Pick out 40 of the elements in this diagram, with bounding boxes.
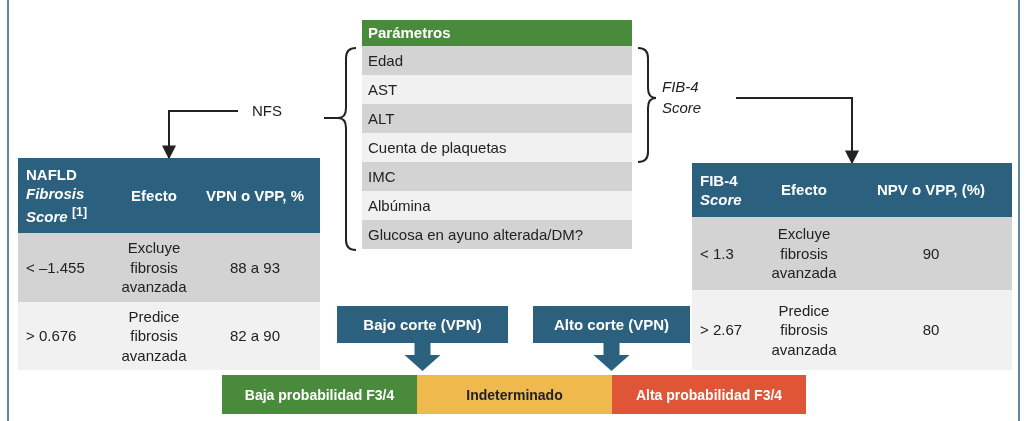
table-cell: 88 a 93: [190, 233, 320, 302]
table-cell: AST: [362, 75, 632, 104]
cutoff-callout: Alto corte (VPN): [533, 306, 690, 343]
arrow: [735, 97, 859, 165]
score-label: NFS: [252, 100, 298, 122]
probability-segment: Baja probabilidad F3/4: [222, 375, 417, 414]
table-cell: Predice fibrosis avanzada: [758, 290, 850, 370]
probability-segment: Indeterminado: [417, 375, 612, 414]
header-cell: Efecto: [118, 158, 190, 233]
arrow: [162, 110, 239, 160]
table-cell: > 0.676: [18, 302, 118, 370]
header-cell: NPV o VPP, (%): [850, 163, 1012, 217]
header-cell: Parámetros: [362, 20, 632, 46]
cutoff-callout: Bajo corte (VPN): [337, 306, 508, 343]
header-cell: FIB-4 Score: [692, 163, 758, 217]
header-cell: Efecto: [758, 163, 850, 217]
header-cell: VPN o VPP, %: [190, 158, 320, 233]
table-cell: 82 a 90: [190, 302, 320, 370]
table-cell: Edad: [362, 46, 632, 75]
table-cell: ALT: [362, 104, 632, 133]
table-cell: Glucosa en ayuno alterada/DM?: [362, 220, 632, 249]
table-cell: Cuenta de plaquetas: [362, 133, 632, 162]
table-cell: > 2.67: [692, 290, 758, 370]
table-cell: < –1.455: [18, 233, 118, 302]
probability-segment: Alta probabilidad F3/4: [612, 375, 806, 414]
table-cell: Predice fibrosis avanzada: [118, 302, 190, 370]
data-table: [362, 20, 632, 249]
table-cell: 90: [850, 217, 1012, 290]
block-arrow: [404, 343, 441, 371]
table-cell: < 1.3: [692, 217, 758, 290]
data-table: [692, 163, 1012, 370]
table-cell: Excluye fibrosis avanzada: [758, 217, 850, 290]
table-cell: Excluye fibrosis avanzada: [118, 233, 190, 302]
data-table: [18, 158, 320, 370]
table-cell: Albúmina: [362, 191, 632, 220]
block-arrow: [593, 343, 630, 371]
score-label: FIB-4 Score: [662, 76, 726, 120]
header-cell: NAFLD Fibrosis Score $^{[1]}$: [18, 158, 118, 233]
table-cell: IMC: [362, 162, 632, 191]
table-cell: 80: [850, 290, 1012, 370]
